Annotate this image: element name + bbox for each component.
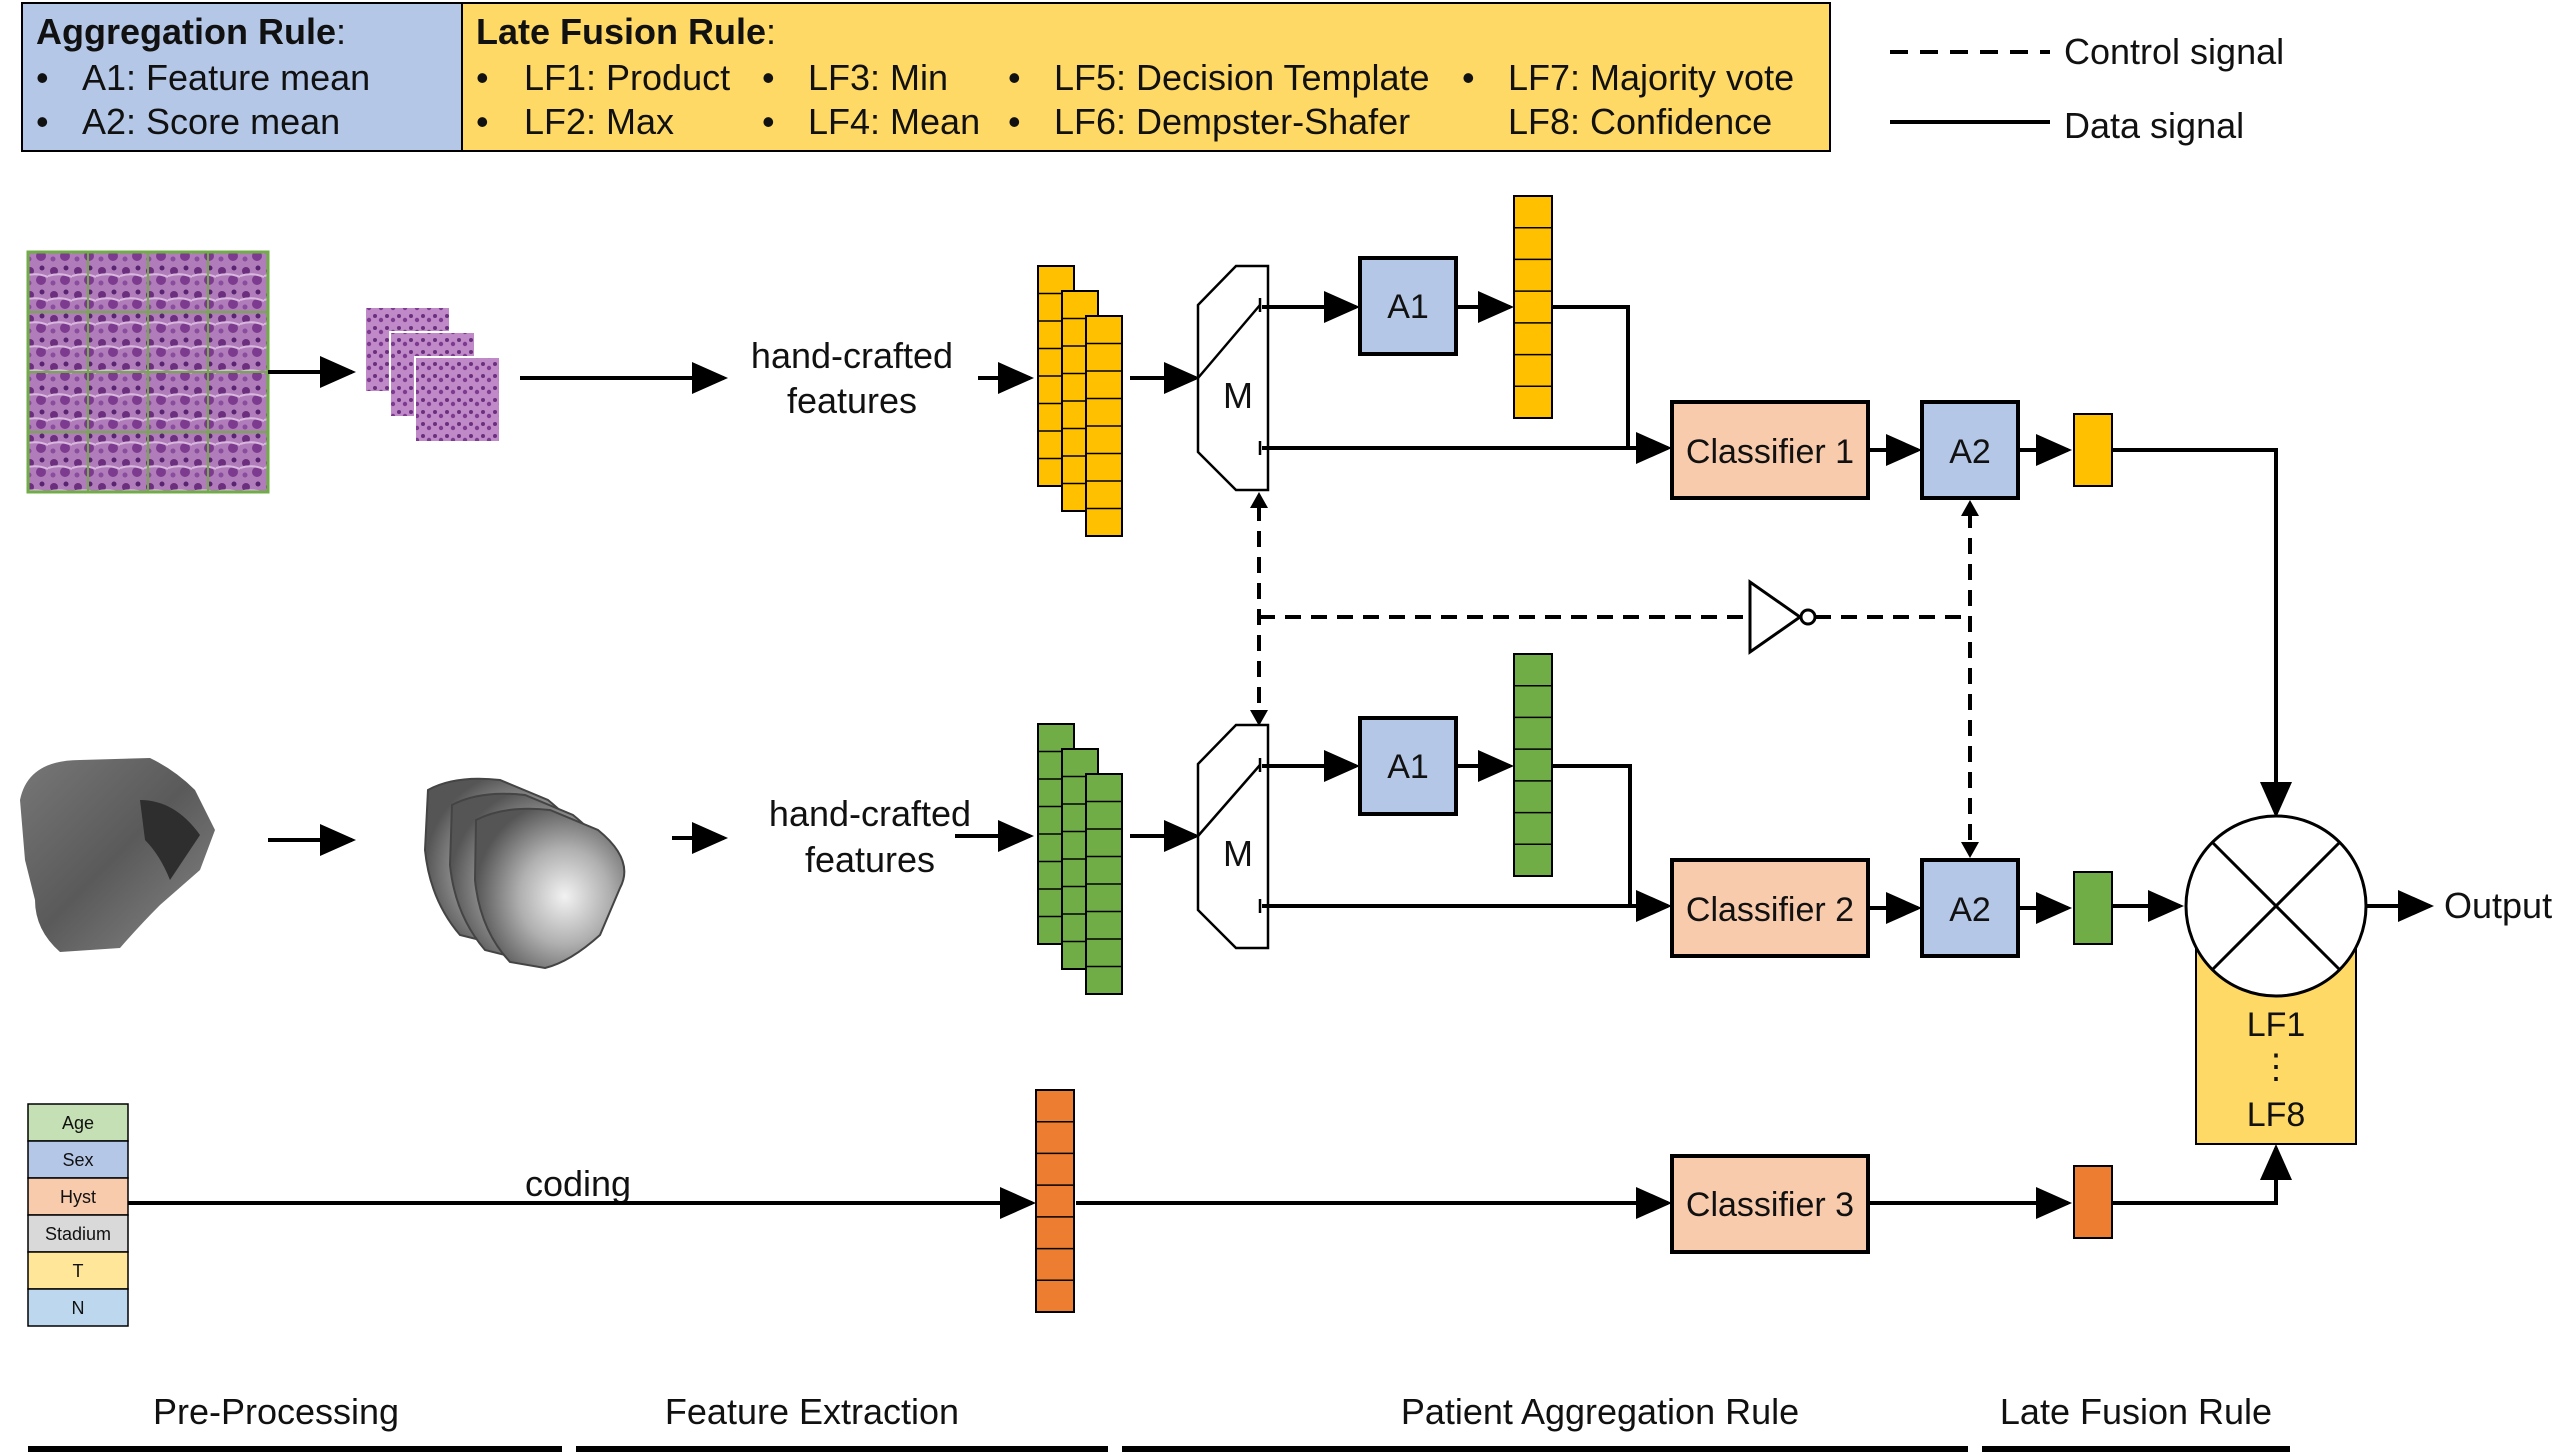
aggregated-feature-yellow: [1513, 195, 1553, 419]
svg-text:Late Fusion Rule:: Late Fusion Rule:: [476, 11, 776, 52]
feature-vector: [1035, 1089, 1075, 1313]
clinical-row: Age: [27, 1103, 129, 1142]
stage-footer: Pre-Processing Feature Extraction Patien…: [28, 1391, 2290, 1452]
stage-pre-processing: Pre-Processing: [153, 1391, 399, 1432]
control-signal: [1250, 492, 1979, 858]
clinical-row: Sex: [27, 1140, 129, 1179]
svg-text:•: •: [36, 57, 49, 98]
aggregation-legend-title: Aggregation Rule: [36, 11, 336, 52]
score-yellow: [2073, 413, 2113, 487]
lf-item-5: LF5: Decision Template: [1054, 57, 1430, 98]
a1-box-bottom: A1: [1358, 716, 1458, 816]
svg-text:A2: A2: [1949, 433, 1991, 471]
mri-image: [20, 758, 215, 952]
lf-item-2: LF2: Max: [524, 101, 674, 142]
svg-text:•: •: [762, 101, 775, 142]
histology-image: [26, 250, 270, 494]
features-label-1: features: [787, 380, 917, 421]
lf-item-4: LF4: Mean: [808, 101, 980, 142]
multiplexer-2: M: [1196, 723, 1270, 950]
svg-text:Aggregation Rule:: Aggregation Rule:: [36, 11, 346, 52]
lf-item-6: LF6: Dempster-Shafer: [1054, 101, 1410, 142]
hand-crafted-label-2: hand-crafted: [769, 793, 971, 834]
lf-last-label: LF8: [2247, 1096, 2306, 1134]
histology-patches: [364, 306, 501, 443]
svg-text:•: •: [36, 101, 49, 142]
stage-late-fusion: Late Fusion Rule: [2000, 1391, 2272, 1432]
lf-item-8: LF8: Confidence: [1508, 101, 1772, 142]
lf-item-1: LF1: Product: [524, 57, 730, 98]
aggregation-legend: Aggregation Rule: • A1: Feature mean • A…: [21, 2, 463, 152]
svg-text:A2: A2: [1949, 891, 1991, 929]
mri-slices: [423, 777, 626, 970]
data-signal-label: Data signal: [2064, 105, 2244, 146]
aggregated-feature-green: [1513, 653, 1553, 877]
clinical-row: N: [27, 1288, 129, 1327]
a2-box-bottom: A2: [1920, 858, 2020, 958]
clinical-row: T: [27, 1251, 129, 1290]
classifier-3-box: Classifier 3: [1670, 1154, 1870, 1254]
svg-text:•: •: [1462, 57, 1475, 98]
stage-patient-aggregation: Patient Aggregation Rule: [1401, 1391, 1799, 1432]
clinical-row-label: N: [72, 1298, 85, 1318]
score-green: [2073, 871, 2113, 945]
svg-text:•: •: [1008, 57, 1021, 98]
mux-label-1: M: [1223, 375, 1253, 416]
multiplexer-1: M: [1196, 264, 1270, 492]
a2-box-top: A2: [1920, 400, 2020, 500]
svg-text:A1: A1: [1387, 748, 1429, 786]
control-signal-label: Control signal: [2064, 31, 2284, 72]
clinical-row-label: Hyst: [60, 1187, 96, 1207]
stage-feature-extraction: Feature Extraction: [665, 1391, 959, 1432]
aggregation-item-a2: A2: Score mean: [82, 101, 340, 142]
coding-label: coding: [525, 1163, 631, 1204]
clinical-row-label: T: [73, 1261, 84, 1281]
feature-vector: [1513, 653, 1553, 877]
clinical-row: Stadium: [27, 1214, 129, 1253]
feature-stack-mri: [1037, 723, 1123, 995]
classifier-2-box: Classifier 2: [1670, 858, 1870, 958]
features-label-2: features: [805, 839, 935, 880]
late-fusion-legend: Late Fusion Rule: • LF1: Product • LF2: …: [461, 2, 1831, 152]
svg-text:•: •: [476, 101, 489, 142]
hand-crafted-label-1: hand-crafted: [751, 335, 953, 376]
svg-text:•: •: [1008, 101, 1021, 142]
lf-dots-label: ⋮: [2259, 1048, 2293, 1086]
feature-stack-histology: [1037, 265, 1123, 537]
clinical-row: Hyst: [27, 1177, 129, 1216]
late-fusion-legend-title: Late Fusion Rule: [476, 11, 766, 52]
svg-text:A1: A1: [1387, 288, 1429, 326]
svg-text:Classifier 1: Classifier 1: [1686, 433, 1854, 471]
fusion-operator-icon: [2184, 814, 2368, 998]
feature-vector: [1513, 195, 1553, 419]
mux-label-2: M: [1223, 833, 1253, 874]
svg-text:•: •: [762, 57, 775, 98]
svg-text:•: •: [476, 57, 489, 98]
clinical-row-label: Age: [62, 1113, 94, 1133]
svg-text:Classifier 2: Classifier 2: [1686, 891, 1854, 929]
clinical-row-label: Stadium: [45, 1224, 111, 1244]
feature-vector: [1085, 773, 1123, 995]
lf-first-label: LF1: [2247, 1006, 2306, 1044]
clinical-feature-vector: [1035, 1089, 1075, 1313]
svg-text:Classifier 3: Classifier 3: [1686, 1186, 1854, 1224]
lf-item-7: LF7: Majority vote: [1508, 57, 1794, 98]
signal-legend: Control signal Data signal: [1890, 31, 2284, 146]
feature-vector: [1085, 315, 1123, 537]
clinical-row-label: Sex: [62, 1150, 93, 1170]
aggregation-item-a1: A1: Feature mean: [82, 57, 370, 98]
classifier-1-box: Classifier 1: [1670, 400, 1870, 500]
score-orange: [2073, 1165, 2113, 1239]
lf-item-3: LF3: Min: [808, 57, 948, 98]
a1-box-top: A1: [1358, 256, 1458, 356]
output-label: Output: [2444, 885, 2552, 926]
